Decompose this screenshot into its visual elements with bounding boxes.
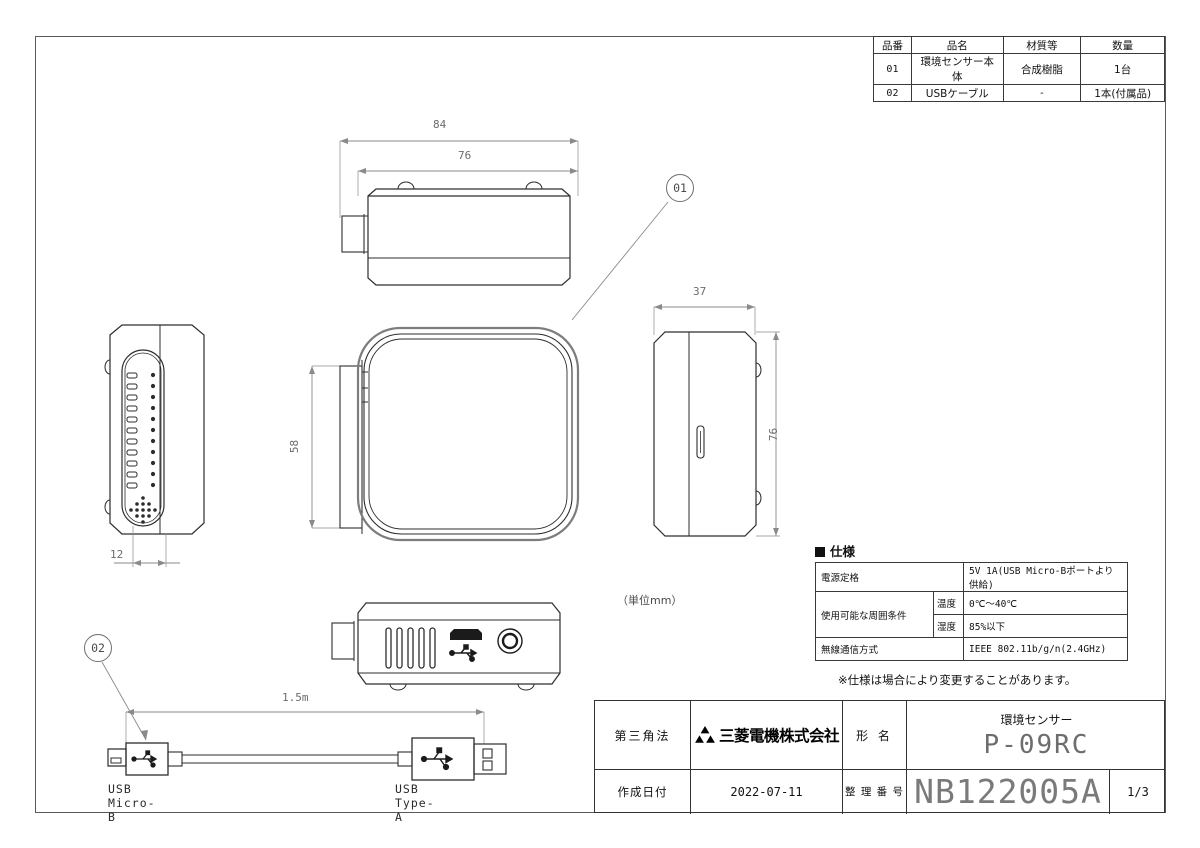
parts-row0-no: 01 <box>873 53 912 85</box>
spec-row2-sub: 湿度 <box>933 614 964 638</box>
dim-12-text: 12 <box>110 548 124 561</box>
label-usb-micro-b: USB Micro-B <box>108 782 156 824</box>
unit-note: （単位mm） <box>617 594 683 607</box>
company-name: 三菱電機株式会社 <box>718 727 840 745</box>
table-row: 湿度 85%以下 <box>816 614 1128 638</box>
drawing-no-label: 整 理 番 号 <box>843 769 907 814</box>
parts-list-table: 品番 品名 材質等 数量 01 環境センサー本体 合成樹脂 1台 02 USBケ… <box>873 36 1165 102</box>
callout-01-leader <box>571 201 669 321</box>
mitsubishi-logo-icon <box>695 726 715 743</box>
spec-heading: 仕様 <box>815 541 855 560</box>
dim-76-right-text: 76 <box>767 427 781 442</box>
dim-58-text: 58 <box>288 439 302 454</box>
model-cell: 環境センサー P-09RC <box>907 701 1166 769</box>
parts-row1-no: 02 <box>873 84 912 102</box>
title-block-divider <box>595 769 1164 771</box>
drawing-no-value: NB122005A <box>914 772 1102 811</box>
company-cell: 三菱電機株式会社 <box>691 701 843 769</box>
drawing-no-cell: NB122005A <box>907 769 1110 814</box>
callout-02-leader <box>101 661 148 741</box>
spec-row1-label: 使用可能な周囲条件 <box>815 591 934 638</box>
spec-row1-sub: 温度 <box>933 591 964 615</box>
dim-cable-length-text: 1.5m <box>282 691 309 704</box>
spec-row3-label: 無線通信方式 <box>815 637 964 661</box>
spec-heading-text: 仕様 <box>830 544 856 559</box>
table-header-row: 品番 品名 材質等 数量 <box>873 36 1165 54</box>
dim-84-text: 84 <box>433 118 447 131</box>
parts-header-name: 品名 <box>910 36 1004 54</box>
table-row: 無線通信方式 IEEE 802.11b/g/n(2.4GHz) <box>815 637 1128 661</box>
callout-02: 02 <box>84 634 112 662</box>
date-value: 2022-07-11 <box>691 769 843 814</box>
label-usb-type-a: USB Type-A <box>395 782 435 824</box>
parts-row1-qty: 1本(付属品) <box>1080 84 1165 102</box>
spec-row2-value: 85%以下 <box>963 614 1128 638</box>
page-number: 1/3 <box>1127 784 1149 799</box>
spec-bullet-icon <box>815 547 825 557</box>
table-row: 01 環境センサー本体 合成樹脂 1台 <box>873 53 1165 85</box>
projection-method-label: 第三角法 <box>595 701 691 769</box>
specification-table: 電源定格 5V 1A(USB Micro-Bポートより供給) 使用可能な周囲条件… <box>815 562 1128 661</box>
parts-row0-mat: 合成樹脂 <box>1002 53 1082 85</box>
parts-header-no: 品番 <box>873 36 912 54</box>
table-row: 使用可能な周囲条件 温度 0℃～40℃ <box>815 591 1128 638</box>
parts-header-mat: 材質等 <box>1002 36 1082 54</box>
dim-76-top-text: 76 <box>458 149 472 162</box>
dim-37-text: 37 <box>693 285 707 298</box>
title-block: 第三角法 三菱電機株式会社 形 名 環境センサー P-09RC 作成日付 202… <box>594 700 1166 814</box>
product-model: P-09RC <box>983 729 1090 760</box>
table-row: 02 USBケーブル - 1本(付属品) <box>873 84 1165 102</box>
spec-change-note: ※仕様は場合により変更することがあります。 <box>838 673 1077 687</box>
product-name: 環境センサー <box>1000 712 1073 727</box>
spec-row0-label: 電源定格 <box>815 562 964 592</box>
table-row: 電源定格 5V 1A(USB Micro-Bポートより供給) <box>815 562 1128 592</box>
spec-row3-value: IEEE 802.11b/g/n(2.4GHz) <box>963 637 1128 661</box>
parts-row0-qty: 1台 <box>1080 53 1165 85</box>
parts-row0-name: 環境センサー本体 <box>910 53 1004 85</box>
parts-header-qty: 数量 <box>1080 36 1165 54</box>
model-label: 形 名 <box>843 701 907 769</box>
parts-row1-name: USBケーブル <box>910 84 1004 102</box>
spec-row1-value: 0℃～40℃ <box>963 591 1128 615</box>
spec-row0-value: 5V 1A(USB Micro-Bポートより供給) <box>963 562 1128 592</box>
callout-01: 01 <box>666 174 694 202</box>
parts-row1-mat: - <box>1002 84 1082 102</box>
date-label: 作成日付 <box>595 769 691 814</box>
